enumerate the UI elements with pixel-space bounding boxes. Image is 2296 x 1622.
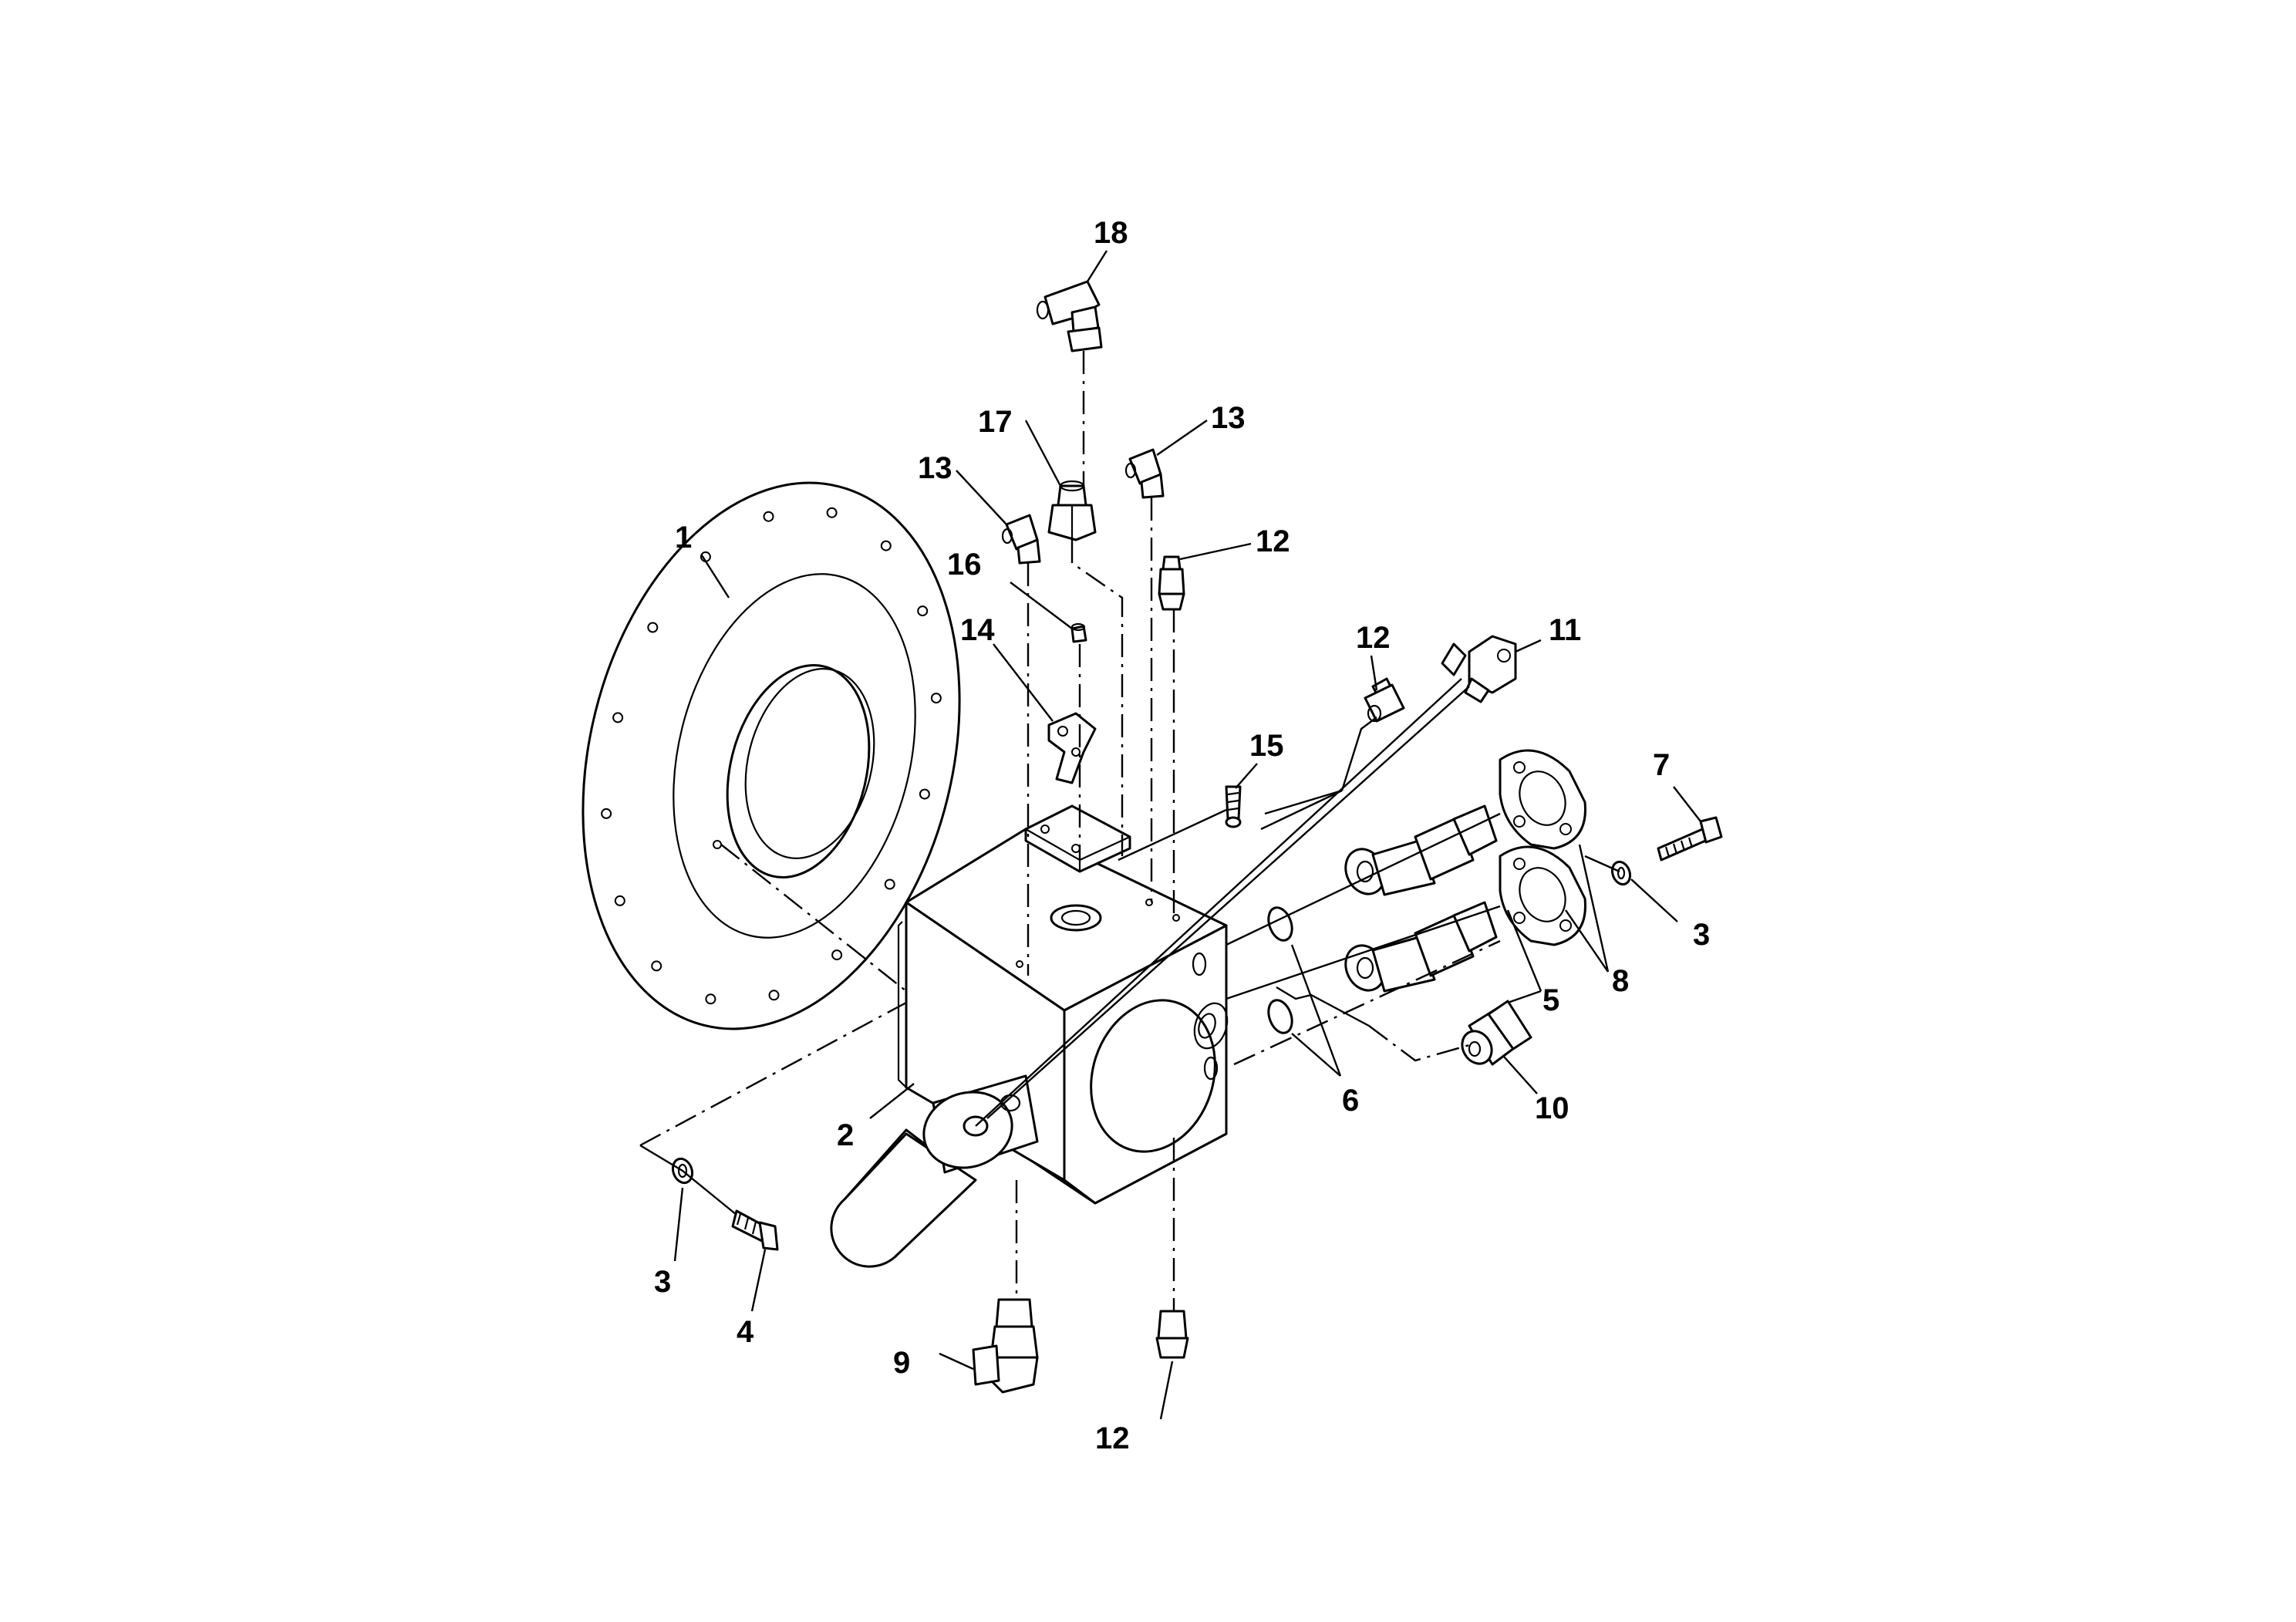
callout-12-top: 12 [1256, 524, 1290, 558]
flange-bolt-hole [612, 712, 624, 723]
split-flange-lower [1499, 845, 1586, 946]
tee-fitting-18 [1036, 280, 1103, 352]
elbow-fitting-11 [1441, 635, 1517, 703]
cap-screw-16 [1070, 622, 1087, 643]
flange-bolt-hole [826, 507, 838, 518]
flange-bolt-hole [917, 605, 929, 617]
flange-bolt-hole [651, 960, 663, 972]
assembly-lines [639, 351, 1620, 1311]
test-port-12-bottom [1155, 1310, 1189, 1359]
callout-11: 11 [1549, 613, 1581, 647]
callout-15: 15 [1249, 729, 1284, 763]
callout-7: 7 [1653, 748, 1670, 782]
flange-bolt-hole [919, 788, 930, 800]
callout-3-right: 3 [1693, 918, 1710, 952]
callout-4: 4 [737, 1315, 754, 1349]
elbow-fitting-bottom [972, 1298, 1039, 1394]
flange-bolt-hole [831, 949, 843, 961]
callout-12-middle: 12 [1356, 621, 1391, 655]
callout-17: 17 [978, 405, 1013, 439]
flange-bolt-hole [614, 895, 625, 906]
callout-5-upper: 5 [1542, 983, 1559, 1017]
callouts: 1 2 3 4 3 7 8 5 5 6 10 9 12 11 12 12 13 … [654, 216, 1710, 1455]
bracket-14 [1047, 712, 1097, 784]
bolt-right [1657, 816, 1723, 862]
flange-bolt-hole [880, 540, 892, 551]
callout-6: 6 [1342, 1084, 1359, 1118]
callout-13-right: 13 [1211, 401, 1246, 435]
callout-2: 2 [837, 1118, 854, 1152]
o-ring-lower [1267, 999, 1293, 1034]
plug-fitting [1461, 1000, 1532, 1066]
callout-10: 10 [1535, 1091, 1569, 1125]
callout-1: 1 [675, 521, 692, 555]
elbow-13-right [1124, 448, 1165, 499]
flange-plate [582, 481, 961, 1030]
washer-right [1610, 860, 1632, 886]
leader-lines [673, 250, 1701, 1420]
callout-9: 9 [893, 1346, 910, 1380]
flange-bolt-hole [601, 808, 612, 819]
split-flange-upper [1499, 749, 1586, 850]
adapter-17 [1047, 480, 1097, 541]
callout-8: 8 [1612, 964, 1629, 998]
flange-bolt-hole [768, 990, 780, 1001]
valve-block [830, 804, 1229, 1268]
elbow-13-left [1001, 514, 1041, 565]
screw-15 [1225, 785, 1242, 828]
test-port-12-top [1158, 555, 1185, 611]
flange-bolt-hole [647, 622, 659, 633]
flange-bolt-hole [884, 878, 895, 890]
test-port-12-middle [1364, 677, 1405, 723]
callout-3-left: 3 [654, 1265, 671, 1299]
flange-bolt-holes [601, 507, 942, 1005]
flange-bolt-hole [705, 993, 716, 1005]
flange-bolt-hole [930, 693, 942, 704]
port-fitting-lower [1344, 901, 1498, 993]
callout-16: 16 [947, 548, 982, 582]
bolt-left [731, 1209, 779, 1251]
callout-13-left: 13 [918, 451, 952, 485]
flange-bolt-hole [763, 511, 774, 522]
callout-18: 18 [1094, 216, 1128, 250]
callout-12-bottom: 12 [1095, 1421, 1130, 1455]
callout-14: 14 [960, 613, 995, 647]
